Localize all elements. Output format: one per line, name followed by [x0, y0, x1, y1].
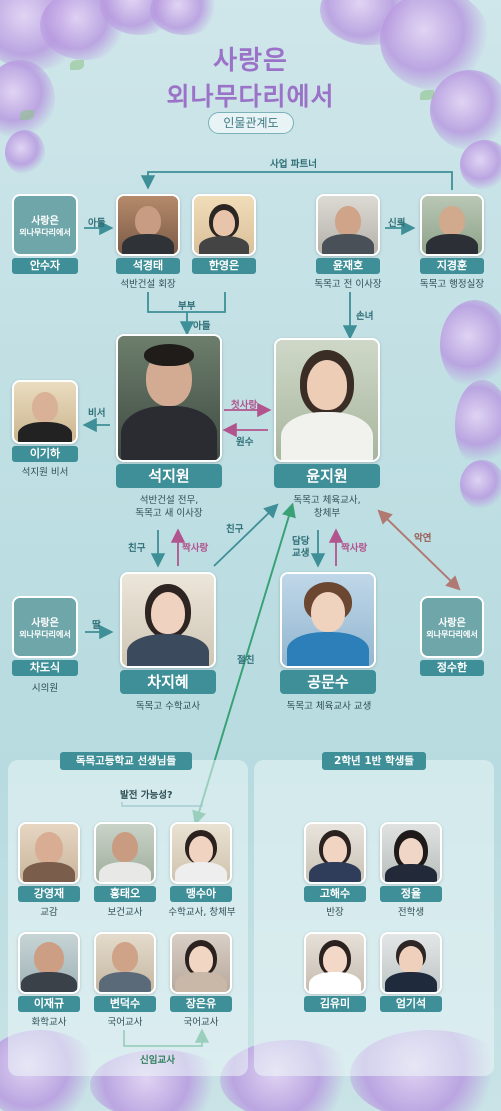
- logo-line-2: 외나무다리에서: [166, 82, 335, 111]
- photo-hong-taeo: [94, 822, 156, 884]
- desc-kang-yeongjae: 교감: [40, 907, 58, 918]
- name-ahn-suja: 안수자: [12, 258, 78, 274]
- logo-card-text-1: 사랑은: [31, 618, 59, 629]
- desc-lee-giha: 석지원 비서: [21, 467, 69, 478]
- photo-gong-munsu: [280, 572, 376, 668]
- desc-cha-jihye: 독목고 수학교사: [135, 701, 201, 712]
- name-maeng-sua: 맹수아: [170, 886, 232, 902]
- name-lee-jaegyu: 이재규: [18, 996, 80, 1012]
- photo-kang-yeongjae: [18, 822, 80, 884]
- relation-label-secretary: 비서: [88, 408, 106, 419]
- name-byeon-deoksu: 변덕수: [94, 996, 156, 1012]
- photo-jeong-yul: [380, 822, 442, 884]
- photo-byeon-deoksu: [94, 932, 156, 994]
- name-cha-dosik: 차도식: [12, 660, 78, 676]
- relation-label-granddaughter: 손녀: [356, 311, 374, 322]
- photo-kim-yumi: [304, 932, 366, 994]
- photo-yoon-jiwon: [274, 338, 380, 462]
- relation-label-married: 부부: [178, 301, 196, 312]
- logo-card-text-2: 외나무다리에서: [19, 629, 71, 639]
- drama-logo: 사랑은 외나무다리에서: [0, 40, 501, 113]
- name-kim-yumi: 김유미: [304, 996, 366, 1012]
- cha-dosik-logo-card: 사랑은 외나무다리에서: [12, 596, 78, 658]
- desc-byeon-deoksu: 국어교사: [107, 1017, 143, 1028]
- photo-seok-jiwon: [116, 334, 222, 462]
- logo-card-text-1: 사랑은: [438, 618, 466, 629]
- desc-go-haesu: 반장: [326, 907, 344, 918]
- name-kang-yeongjae: 강영재: [18, 886, 80, 902]
- relation-label-son-2: 아들: [193, 321, 211, 332]
- relation-label-enemy: 원수: [236, 437, 254, 448]
- relation-label-new-teacher: 신임교사: [140, 1055, 175, 1066]
- name-jeong-yul: 정율: [380, 886, 442, 902]
- name-jeong-suhan: 정수한: [420, 660, 484, 676]
- desc-gong-munsu: 독목고 체육교사 교생: [286, 701, 372, 712]
- desc-yoon-jaeho: 독목고 전 이사장: [314, 279, 382, 290]
- photo-eom-giseok: [380, 932, 442, 994]
- relation-label-potential: 발전 가능성?: [120, 790, 173, 801]
- relation-label-coach: 담당 교생: [292, 536, 310, 559]
- desc-ji-gyeonghun: 독목고 행정실장: [419, 279, 485, 290]
- name-han-yeongeun: 한영은: [192, 258, 256, 274]
- desc-maeng-sua: 수학교사, 창체부: [168, 907, 236, 918]
- relation-label-feud: 악연: [414, 533, 432, 544]
- desc-seok-jiwon: 석반건설 전무, 독목고 새 이사장: [135, 495, 203, 519]
- photo-seok-gyeongtae: [116, 194, 180, 256]
- jeong-suhan-logo-card: 사랑은 외나무다리에서: [420, 596, 484, 658]
- desc-yoon-jiwon: 독목고 체육교사, 창체부: [293, 495, 361, 519]
- photo-go-haesu: [304, 822, 366, 884]
- name-cha-jihye: 차지혜: [120, 670, 216, 694]
- desc-hong-taeo: 보건교사: [107, 907, 143, 918]
- relation-label-crush-right: 짝사랑: [341, 543, 368, 554]
- relation-label-first-love: 첫사랑: [231, 400, 258, 411]
- relation-label-son: 아들: [88, 218, 106, 229]
- name-seok-jiwon: 석지원: [116, 464, 222, 488]
- name-eom-giseok: 엄기석: [380, 996, 442, 1012]
- desc-lee-jaegyu: 화학교사: [31, 1017, 67, 1028]
- photo-maeng-sua: [170, 822, 232, 884]
- relation-label-daughter: 딸: [92, 620, 101, 631]
- name-go-haesu: 고해수: [304, 886, 366, 902]
- teachers-panel-title: 독목고등학교 선생님들: [60, 752, 192, 770]
- photo-cha-jihye: [120, 572, 216, 668]
- name-yoon-jaeho: 윤재호: [316, 258, 380, 274]
- students-panel-title: 2학년 1반 학생들: [322, 752, 426, 770]
- photo-lee-jaegyu: [18, 932, 80, 994]
- logo-card-text-2: 외나무다리에서: [19, 227, 71, 237]
- name-yoon-jiwon: 윤지원: [274, 464, 380, 488]
- desc-jeong-yul: 전학생: [397, 907, 425, 918]
- desc-cha-dosik: 시의원: [31, 683, 59, 694]
- name-jang-eunyu: 장은유: [170, 996, 232, 1012]
- photo-yoon-jaeho: [316, 194, 380, 256]
- photo-lee-giha: [12, 380, 78, 444]
- relation-label-friend-left: 친구: [128, 543, 146, 554]
- logo-card-text-1: 사랑은: [31, 216, 59, 227]
- teachers-panel: [8, 760, 248, 1076]
- relation-label-friend-diagonal: 친구: [226, 524, 244, 535]
- desc-jang-eunyu: 국어교사: [183, 1017, 219, 1028]
- name-seok-gyeongtae: 석경태: [116, 258, 180, 274]
- name-hong-taeo: 홍태오: [94, 886, 156, 902]
- relation-label-best-friend: 절친: [237, 655, 255, 666]
- name-gong-munsu: 공문수: [280, 670, 376, 694]
- relation-label-trust: 신뢰: [388, 218, 406, 229]
- name-lee-giha: 이기하: [12, 446, 78, 462]
- ahn-suja-logo-card: 사랑은 외나무다리에서: [12, 194, 78, 256]
- photo-han-yeongeun: [192, 194, 256, 256]
- photo-jang-eunyu: [170, 932, 232, 994]
- photo-ji-gyeonghun: [420, 194, 484, 256]
- page-subtitle: 인물관계도: [208, 112, 294, 134]
- logo-card-text-2: 외나무다리에서: [426, 629, 478, 639]
- relation-label-business-partner: 사업 파트너: [270, 159, 318, 170]
- relation-label-crush-left: 짝사랑: [182, 543, 209, 554]
- desc-seok-gyeongtae: 석반건설 회장: [120, 279, 176, 290]
- logo-line-1: 사랑은: [213, 46, 288, 76]
- students-panel: [254, 760, 494, 1076]
- name-ji-gyeonghun: 지경훈: [420, 258, 484, 274]
